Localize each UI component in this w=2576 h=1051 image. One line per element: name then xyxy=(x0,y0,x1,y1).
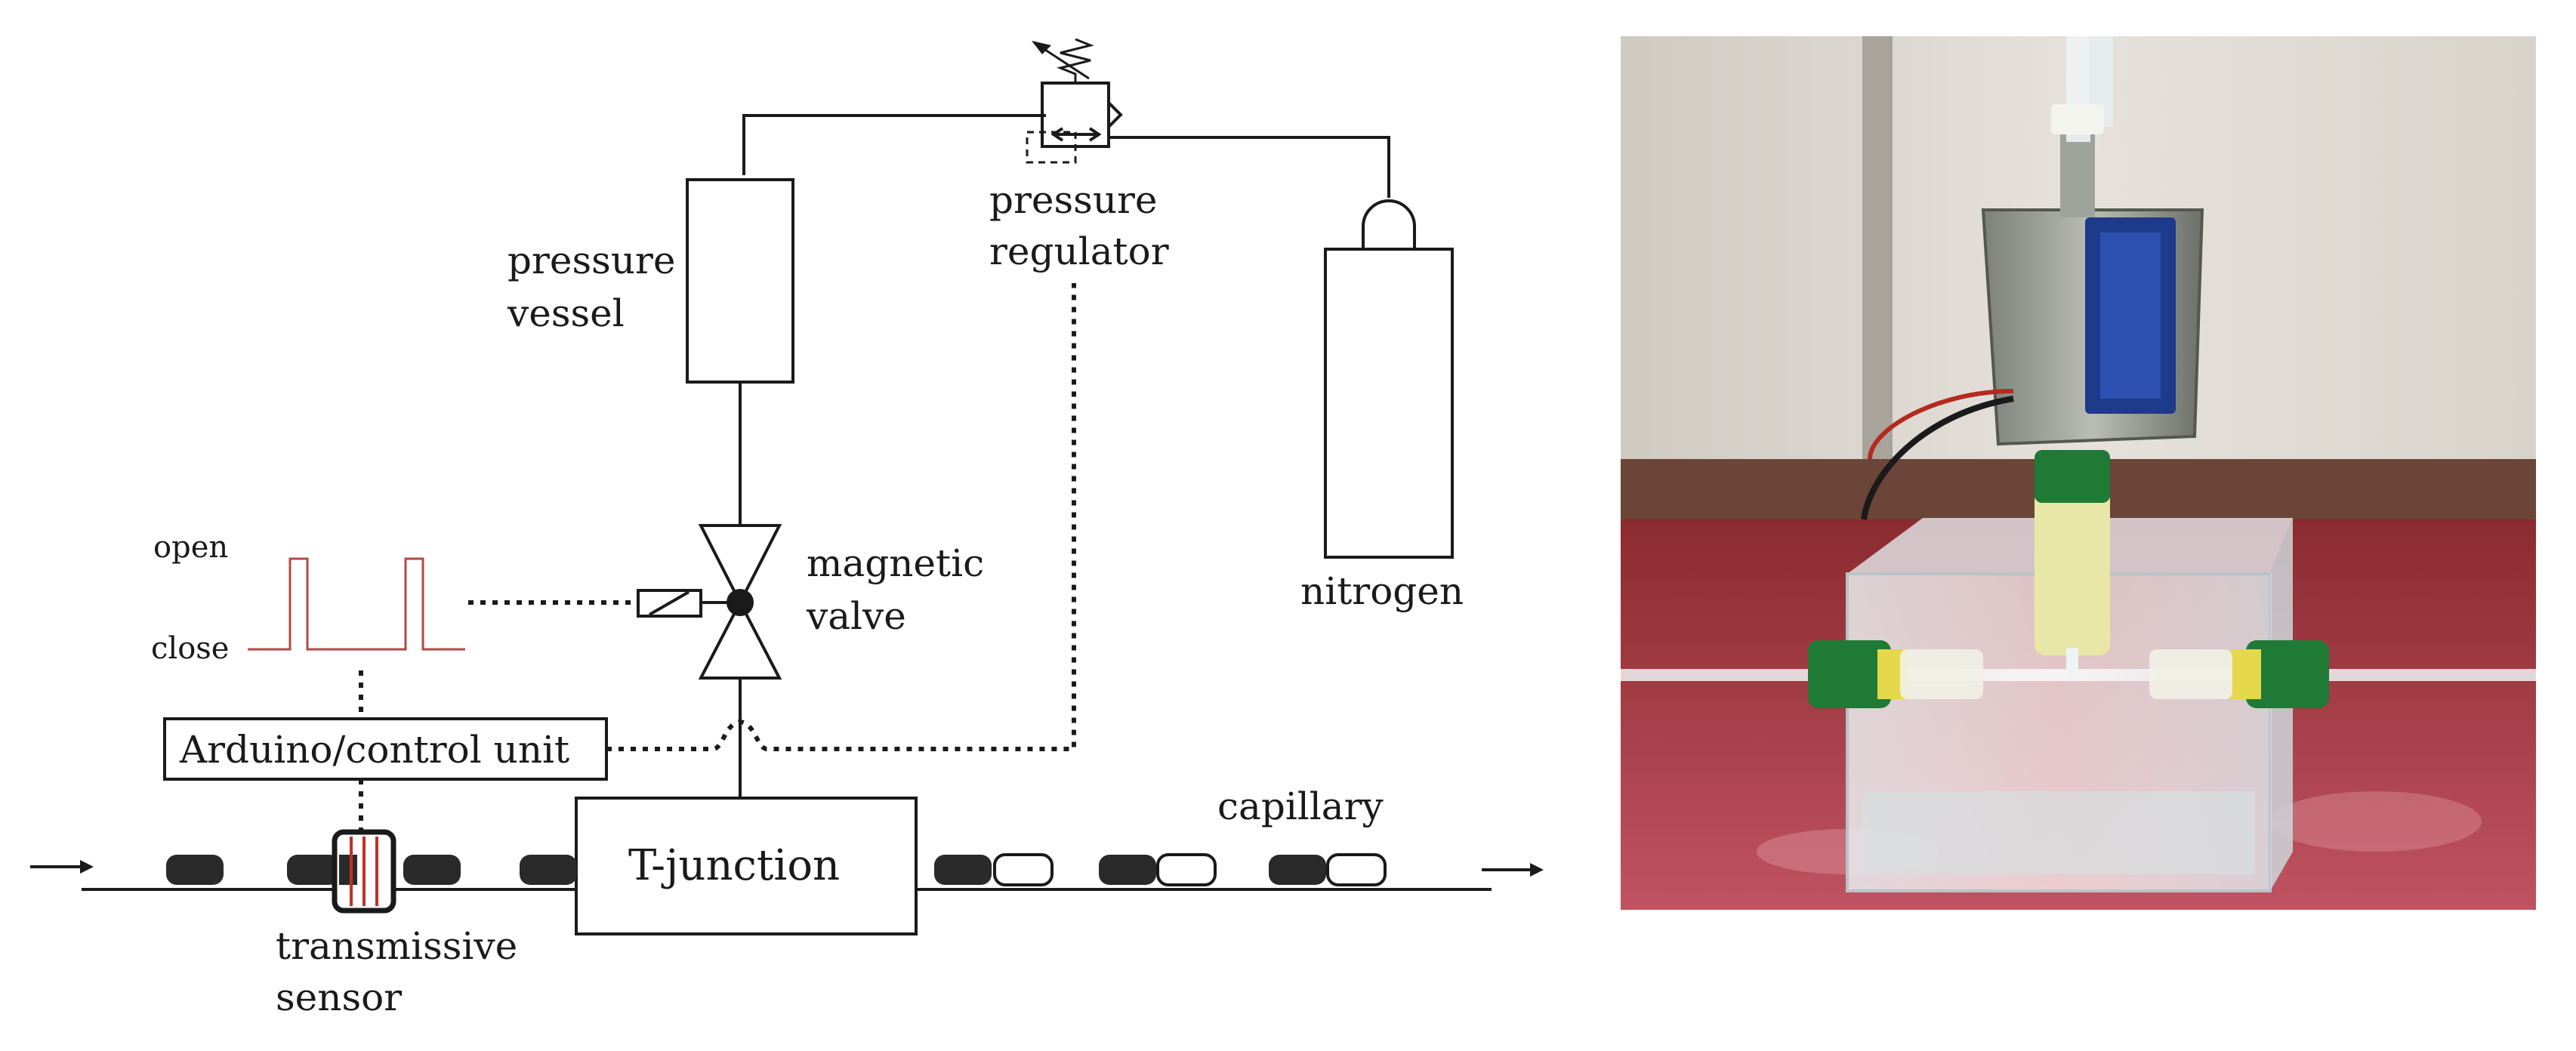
liquid-slug xyxy=(934,855,992,885)
pressure-vessel xyxy=(686,178,794,384)
pressure-regulator-label-1: pressure xyxy=(989,178,1158,222)
gas-line-regulator-to-nitrogen xyxy=(1109,136,1390,198)
signal-open-label: open xyxy=(153,530,228,565)
magnetic-valve-label-2: valve xyxy=(806,594,906,638)
regulator-diamond xyxy=(1107,101,1123,128)
pressure-vessel-label-1: pressure xyxy=(507,239,676,282)
controller-label: Arduino/control unit xyxy=(179,728,569,772)
droplet xyxy=(166,855,224,885)
solenoid-actuator xyxy=(637,589,702,618)
setup-schematic: pressure vessel pressure regulator nitro… xyxy=(30,38,1544,1019)
droplet xyxy=(520,855,577,885)
gas-slug xyxy=(993,853,1054,886)
sensor-label-1: transmissive xyxy=(276,924,517,968)
nitrogen-bottle-cap xyxy=(1362,199,1416,249)
gas-slug xyxy=(1326,853,1387,886)
signal-close-label: close xyxy=(151,631,229,666)
nitrogen-bottle xyxy=(1324,248,1454,559)
pressure-regulator-label-2: regulator xyxy=(989,230,1169,273)
sensor-label-2: sensor xyxy=(276,975,402,1019)
t-junction-box xyxy=(575,797,918,935)
control-line-controller-to-regulator xyxy=(606,283,1076,751)
regulator-spring-icon xyxy=(1057,38,1094,83)
droplet xyxy=(287,855,340,885)
gas-line-regulator-to-vessel xyxy=(742,114,1046,175)
setup-photo-illustration xyxy=(1621,36,2536,910)
regulator-dashed-pilot xyxy=(1026,131,1077,164)
liquid-slug xyxy=(1269,855,1326,885)
controller-box xyxy=(163,717,608,781)
droplet xyxy=(403,855,461,885)
setup-photo xyxy=(1621,36,2536,910)
signal-waveform xyxy=(248,557,465,651)
pressure-vessel-label-2: vessel xyxy=(507,291,625,335)
magnetic-valve-core xyxy=(727,589,754,616)
t-junction-label: T-junction xyxy=(628,841,840,890)
liquid-slug xyxy=(1099,855,1156,885)
gas-slug xyxy=(1156,853,1217,886)
magnetic-valve-top xyxy=(698,524,782,606)
magnetic-valve-label-1: magnetic xyxy=(807,541,984,585)
capillary-label: capillary xyxy=(1217,784,1384,828)
nitrogen-label: nitrogen xyxy=(1300,569,1464,613)
